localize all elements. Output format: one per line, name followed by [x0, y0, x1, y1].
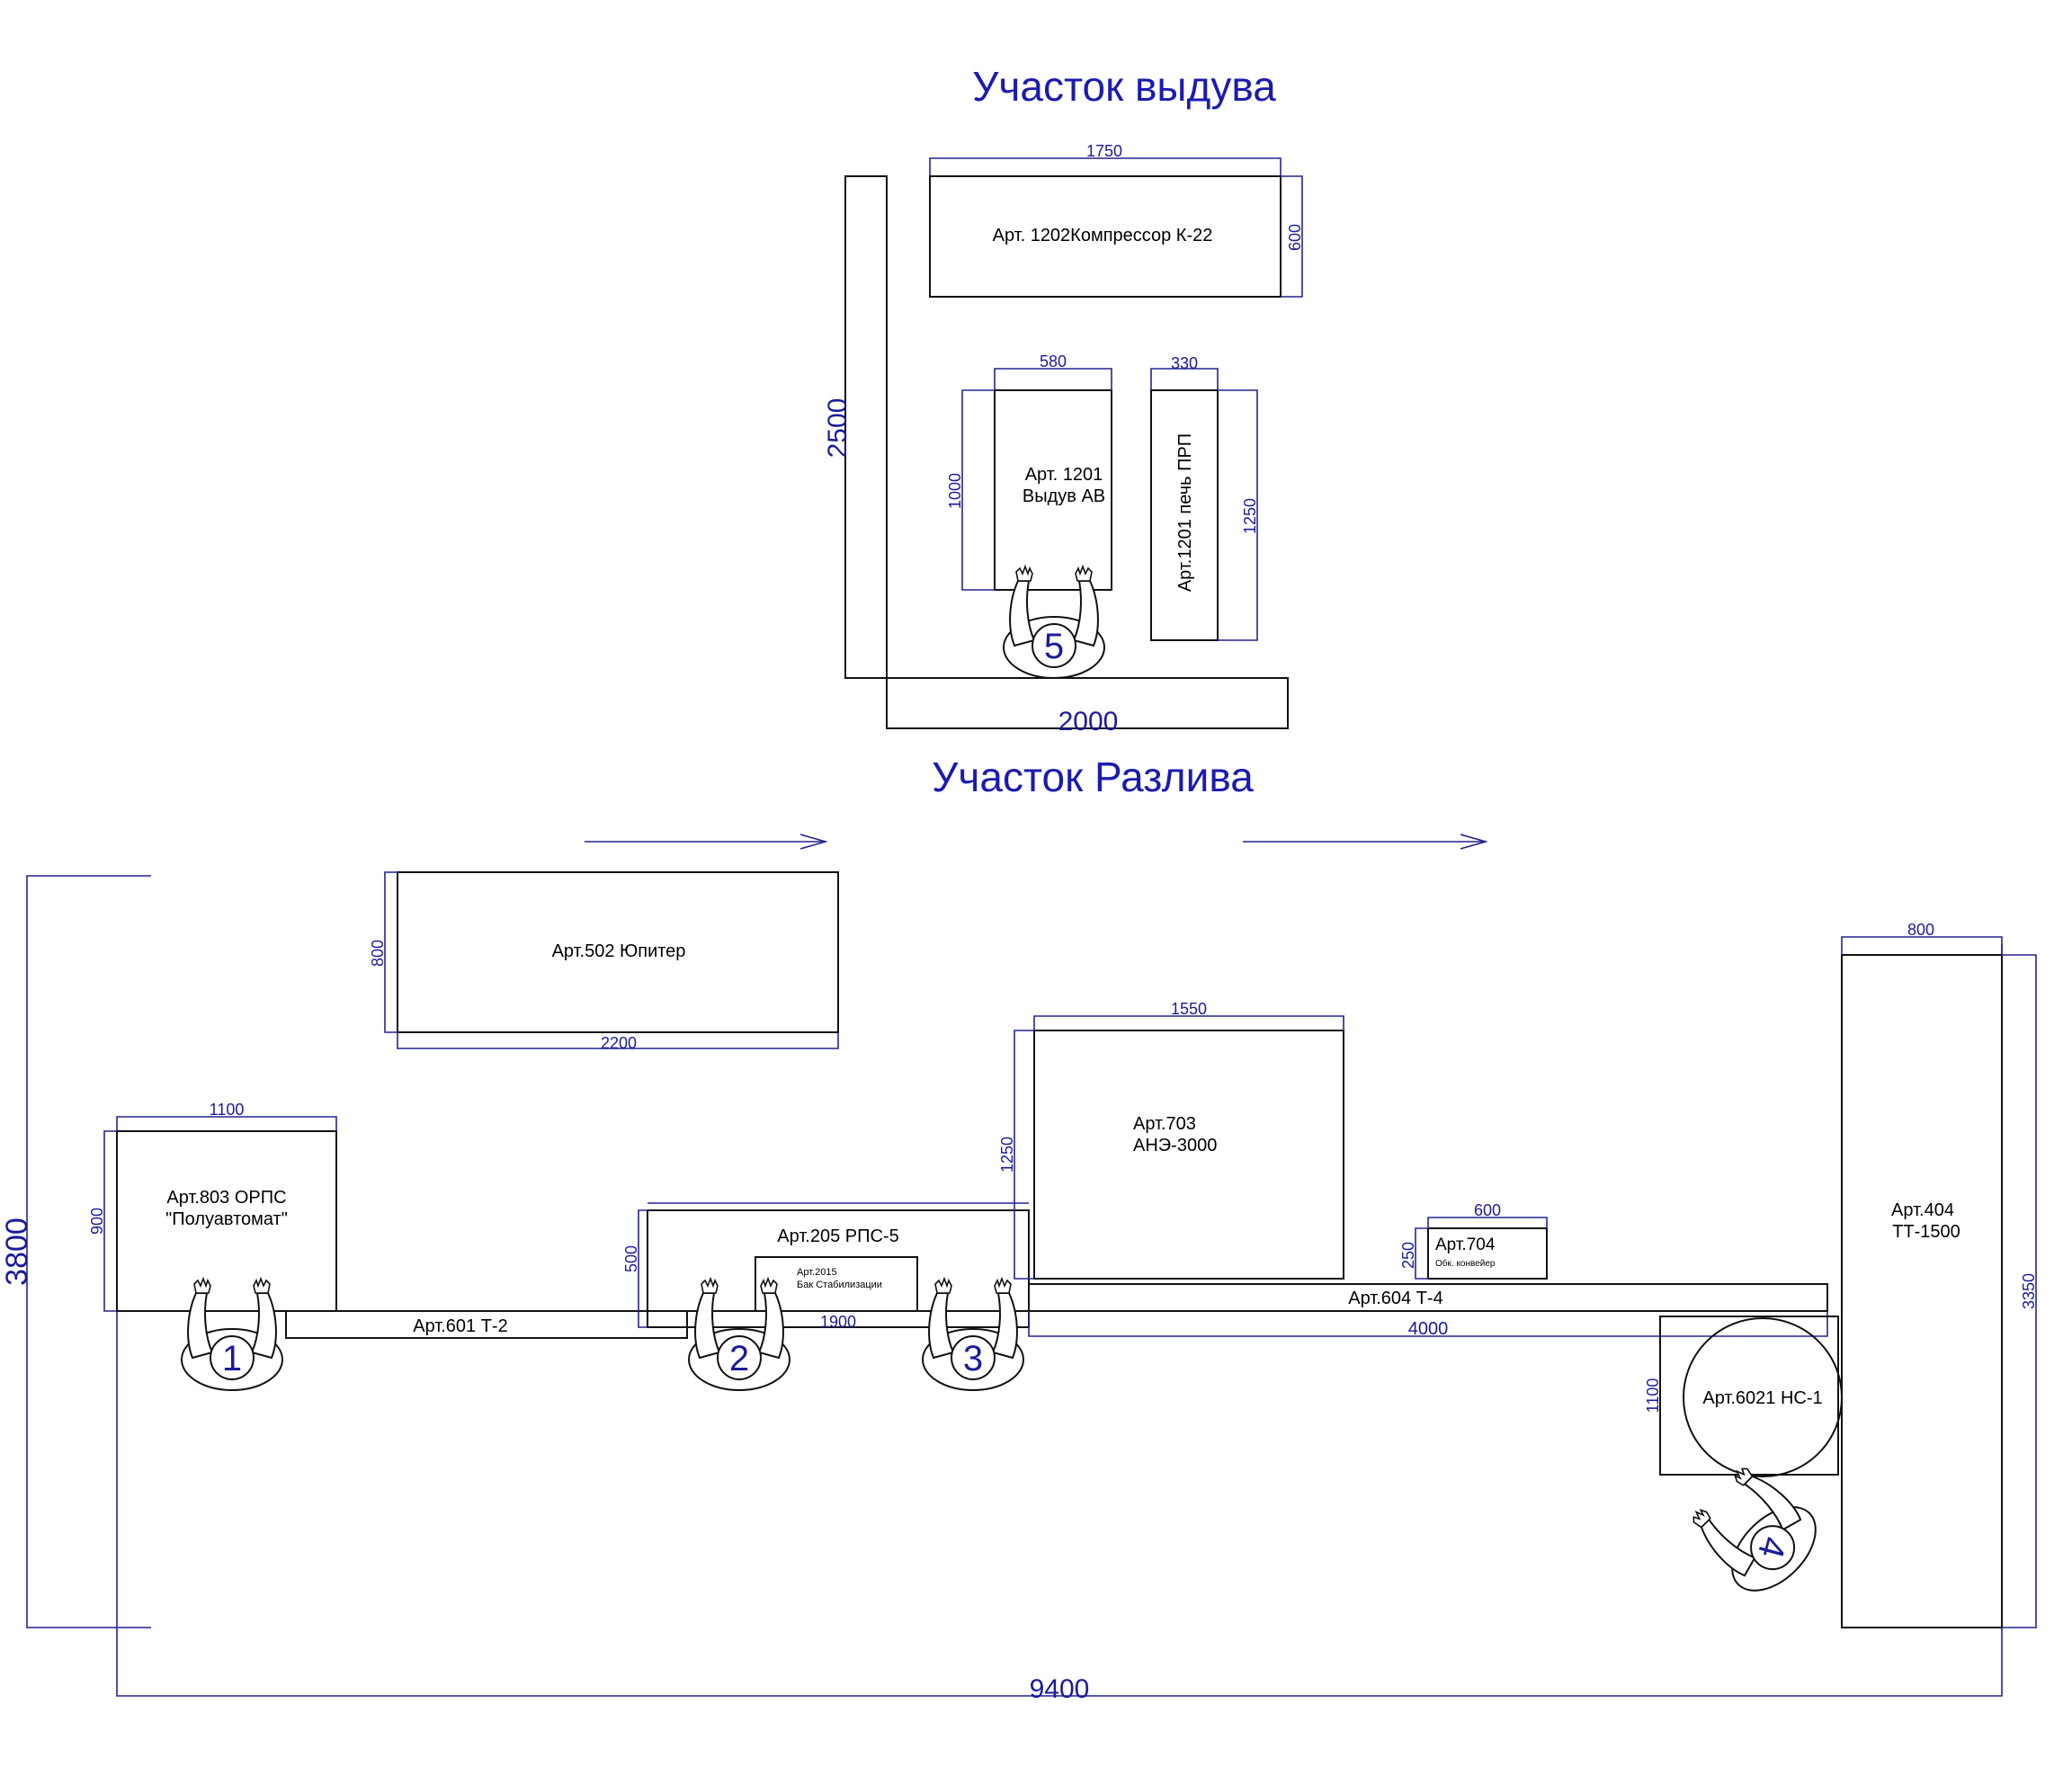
- tt-label-2: ТТ-1500: [1892, 1222, 1960, 1242]
- compressor-block: Арт. 1202Компрессор К-22 1750 600: [929, 142, 1304, 298]
- t2-label: Арт.601 Т-2: [413, 1316, 507, 1336]
- worker-3: 3: [922, 1278, 1024, 1391]
- blow-machine-block: Арт. 1201 Выдув АВ 580 1000: [946, 352, 1112, 591]
- dim-800-tt: 800: [1907, 921, 1934, 939]
- compressor-label: Арт. 1202Компрессор К-22: [993, 226, 1213, 245]
- tank-label-1: Арт.2015: [797, 1267, 837, 1278]
- t4-label: Арт.604 Т-4: [1348, 1289, 1442, 1308]
- orps-label-2: "Полуавтомат": [165, 1209, 288, 1229]
- ane-block: Арт.703 АНЭ-3000 1550 1250: [998, 1000, 1344, 1280]
- blow-machine-label-2: Выдув АВ: [1023, 486, 1105, 506]
- jupiter-label: Арт.502 Юпитер: [552, 941, 686, 961]
- ns-block: Арт.6021 НС-1 1100: [1644, 1316, 1843, 1477]
- dim-900: 900: [88, 1208, 106, 1235]
- t4-conveyor: Арт.604 Т-4 4000: [1028, 1283, 1828, 1339]
- blow-machine-label-1: Арт. 1201: [1025, 465, 1103, 485]
- obk-label-1: Арт.704: [1435, 1235, 1496, 1254]
- rps-block: Арт.205 РПС-5 500 1900 Арт.2015 Бак Стаб…: [622, 1202, 1030, 1331]
- ane-label-1: Арт.703: [1133, 1114, 1196, 1134]
- dim-1900: 1900: [820, 1313, 856, 1331]
- dim-580: 580: [1040, 352, 1067, 370]
- dim-1100-orps: 1100: [210, 1101, 245, 1119]
- dim-2200: 2200: [601, 1034, 637, 1052]
- dim-600-obk: 600: [1474, 1201, 1501, 1219]
- dim-2000: 2000: [1058, 707, 1119, 736]
- worker-number-5: 5: [1044, 627, 1064, 666]
- blowing-area-title: Участок выдува: [972, 63, 1276, 110]
- worker-4: 4: [1680, 1455, 1833, 1608]
- ane-label-2: АНЭ-3000: [1133, 1136, 1217, 1155]
- oven-block: Арт.1201 печь ПРП 330 1250: [1150, 354, 1259, 641]
- obk-label-2: Обк. конвейер: [1435, 1258, 1496, 1269]
- worker-number-1: 1: [222, 1339, 242, 1378]
- dim-1250-ane: 1250: [998, 1137, 1016, 1173]
- blowing-area-wall: [844, 175, 1289, 729]
- orps-label-1: Арт.803 ОРПС: [166, 1188, 286, 1208]
- orps-block: Арт.803 ОРПС "Полуавтомат" 1100 900: [88, 1101, 337, 1312]
- dim-4000: 4000: [1408, 1319, 1449, 1339]
- filling-area-title: Участок Разлива: [932, 754, 1254, 800]
- dim-500: 500: [622, 1245, 640, 1272]
- dim-1250-oven: 1250: [1241, 498, 1259, 534]
- tt-label-1: Арт.404: [1891, 1200, 1954, 1220]
- dim-1550: 1550: [1171, 1000, 1207, 1018]
- dim-800-jupiter: 800: [369, 940, 387, 967]
- dim-1000: 1000: [946, 473, 964, 509]
- dim-9400: 9400: [1030, 1674, 1090, 1704]
- obk-block: Арт.704 Обк. конвейер 600 250: [1399, 1201, 1548, 1280]
- t2-conveyor: Арт.601 Т-2: [285, 1310, 688, 1339]
- ns-label: Арт.6021 НС-1: [1702, 1388, 1822, 1408]
- oven-label: Арт.1201 печь ПРП: [1175, 433, 1195, 592]
- tt-block: Арт.404 ТТ-1500 800 3350: [1841, 921, 2038, 1628]
- dim-1750: 1750: [1086, 142, 1122, 160]
- dim-3800: 3800: [0, 1218, 34, 1286]
- dim-1100-ns: 1100: [1644, 1378, 1662, 1414]
- worker-2: 2: [688, 1278, 790, 1391]
- jupiter-block: Арт.502 Юпитер 800 2200: [369, 871, 839, 1052]
- rps-label: Арт.205 РПС-5: [777, 1226, 898, 1246]
- dim-3350: 3350: [2020, 1273, 2038, 1309]
- dim-250: 250: [1399, 1242, 1417, 1269]
- dim-2500: 2500: [823, 398, 853, 459]
- worker-5: 5: [1003, 566, 1105, 679]
- tank-label-2: Бак Стабилизации: [797, 1280, 882, 1290]
- worker-number-2: 2: [729, 1339, 749, 1378]
- dim-600-compressor: 600: [1286, 224, 1304, 251]
- worker-1: 1: [181, 1278, 283, 1391]
- worker-number-3: 3: [963, 1339, 983, 1378]
- dim-330: 330: [1171, 354, 1198, 372]
